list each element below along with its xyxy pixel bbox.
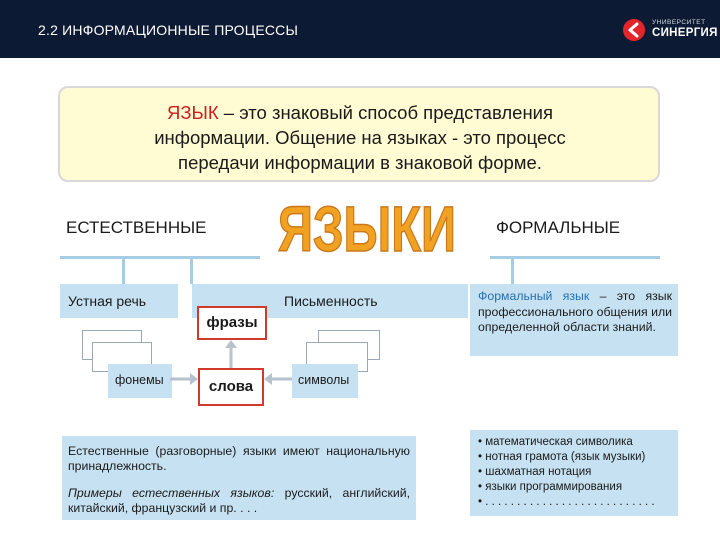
formal-example-5: • . . . . . . . . . . . . . . . . . . . … bbox=[478, 496, 655, 508]
natural-title: ЕСТЕСТВЕННЫЕ bbox=[66, 218, 207, 237]
phonemes-label: фонемы bbox=[115, 373, 164, 387]
header-bar: 2.2 ИНФОРМАЦИОННЫЕ ПРОЦЕССЫ УНИВЕРСИТЕТ … bbox=[0, 0, 720, 58]
natural-examples-label: Примеры естественных языков: bbox=[68, 486, 275, 500]
natural-examples: Примеры естественных языков: русский, ан… bbox=[68, 486, 410, 516]
formal-definition-term: Формальный язык bbox=[478, 289, 590, 303]
formal-example-4: • языки программирования bbox=[478, 481, 623, 493]
formal-example-2: • нотная грамота (язык музыки) bbox=[478, 451, 646, 463]
slide-title: 2.2 ИНФОРМАЦИОННЫЕ ПРОЦЕССЫ bbox=[38, 22, 299, 38]
formal-definition-text: Формальный язык – это язык профессиональ… bbox=[478, 289, 672, 336]
formal-example-3: • шахматная нотация bbox=[478, 466, 592, 478]
definition-line3: передачи информации в знаковой форме. bbox=[178, 152, 542, 173]
definition-line1: – это знаковый способ представления bbox=[218, 102, 554, 123]
languages-heading-text: ЯЗЫКИ bbox=[278, 196, 456, 258]
phrases-label: фразы bbox=[206, 314, 258, 331]
natural-examples-ellipsis: . . . bbox=[240, 501, 258, 515]
symbols-box: символы bbox=[292, 364, 358, 398]
definition-text: ЯЗЫК – это знаковый способ представления… bbox=[74, 100, 646, 175]
natural-title-box: ЕСТЕСТВЕННЫЕ bbox=[60, 200, 250, 258]
definition-term: ЯЗЫК bbox=[166, 102, 219, 123]
writing-label: Письменность bbox=[284, 293, 378, 309]
formal-underline bbox=[490, 256, 660, 259]
arrow-phonemes-to-words bbox=[170, 373, 198, 385]
natural-underline bbox=[60, 256, 250, 259]
formal-title-box: ФОРМАЛЬНЫЕ bbox=[490, 200, 660, 258]
formal-definition-rest: – это язык профессионального общения или… bbox=[478, 289, 672, 334]
arrow-words-to-phrases bbox=[225, 340, 237, 368]
oral-speech-label: Устная речь bbox=[68, 293, 147, 309]
formal-examples-box: • математическая символика • нотная грам… bbox=[470, 430, 678, 516]
logo-name: СИНЕРГИЯ bbox=[652, 27, 718, 39]
definition-box: ЯЗЫК – это знаковый способ представления… bbox=[58, 86, 660, 182]
oral-speech-box: Устная речь bbox=[60, 284, 178, 318]
arrow-symbols-to-words bbox=[264, 373, 292, 385]
formal-definition-box: Формальный язык – это язык профессиональ… bbox=[470, 284, 678, 356]
synergy-logo-icon bbox=[623, 19, 645, 41]
connector-formal-def bbox=[511, 256, 514, 284]
logo-caption: УНИВЕРСИТЕТ bbox=[652, 19, 706, 26]
phrases-box: фразы bbox=[197, 306, 267, 340]
languages-heading: ЯЗЫКИ bbox=[277, 196, 457, 258]
natural-examples-text: русский, английский, китайский, французс… bbox=[68, 486, 410, 515]
university-logo: УНИВЕРСИТЕТ СИНЕРГИЯ bbox=[622, 14, 717, 46]
formal-example-1: • математическая символика bbox=[478, 436, 633, 448]
natural-description-box: Естественные (разговорные) языки имеют н… bbox=[62, 436, 416, 520]
phonemes-box: фонемы bbox=[108, 364, 172, 398]
words-box: слова bbox=[198, 368, 264, 406]
words-label: слова bbox=[208, 378, 254, 395]
connector-natural-oral bbox=[122, 256, 125, 284]
natural-description: Естественные (разговорные) языки имеют н… bbox=[68, 444, 410, 473]
connector-natural-writing bbox=[190, 256, 193, 284]
definition-line2: информации. Общение на языках - это проц… bbox=[154, 127, 566, 148]
formal-title: ФОРМАЛЬНЫЕ bbox=[496, 218, 621, 237]
symbols-label: символы bbox=[298, 373, 350, 387]
